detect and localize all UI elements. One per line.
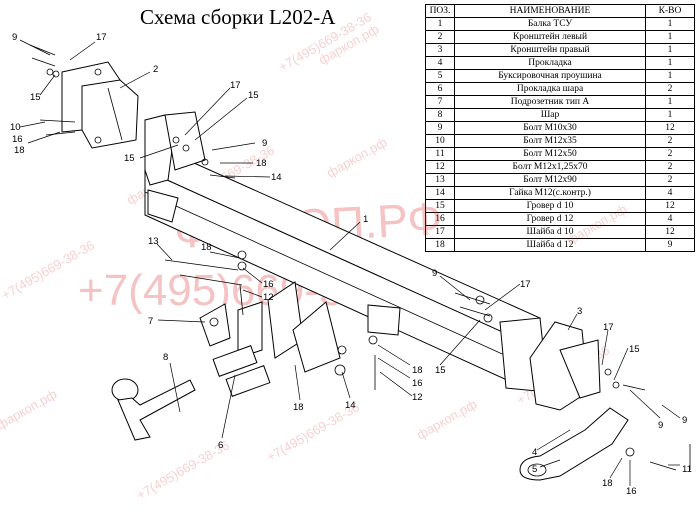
callout-18: 18 [602,478,613,489]
socket-plate [199,301,263,359]
callout-5: 5 [532,464,537,475]
callout-16: 16 [12,134,23,145]
callout-14: 14 [345,400,356,411]
callout-1: 1 [363,214,368,225]
callout-11: 11 [682,464,692,475]
tow-eye [519,407,629,481]
callout-16: 16 [626,486,637,497]
callout-9: 9 [658,420,663,431]
ball-shims [212,345,271,397]
callout-13: 13 [148,236,159,247]
callout-15: 15 [248,90,259,101]
callout-18: 18 [293,402,304,413]
tow-ball [111,378,196,441]
row-name: Шайба d 12 [454,238,646,252]
tow-beam [144,149,549,393]
callout-16: 16 [263,279,274,290]
watermark-site-4: фаркоп.рф [414,396,480,443]
row-quantity: 9 [645,238,695,252]
left-bracket [61,61,139,149]
callout-labels: 9 17 15 2 10 16 18 17 15 15 9 18 14 1 13… [10,32,692,497]
watermark-site-5: фаркоп.рф [564,201,630,248]
callout-17: 17 [96,32,107,43]
callout-3: 3 [577,306,582,317]
callout-8: 8 [163,352,168,363]
callout-6: 6 [218,440,223,451]
callout-18: 18 [201,242,212,253]
bolts [29,44,691,471]
mid-side-plates [267,281,341,373]
right-bracket [529,321,601,411]
parts-table-header-row: ПОЗ. НАИМЕНОВАНИЕ К-ВО [425,4,695,18]
page-title: Схема сборки L202-A [140,5,336,29]
row-quantity: 1 [645,43,695,57]
callout-12: 12 [412,392,423,403]
callout-14: 14 [271,172,282,183]
row-position: 18 [425,238,455,252]
callout-15: 15 [629,344,640,355]
callout-18: 18 [256,158,267,169]
washers [46,68,635,457]
callout-7: 7 [148,316,153,327]
callout-15: 15 [124,153,135,164]
callout-9: 9 [432,268,437,279]
callout-17: 17 [520,279,531,290]
leader-lines [19,39,681,486]
callout-9: 9 [262,138,267,149]
center-bracket [144,111,206,186]
callout-9: 9 [12,32,17,43]
watermark-site-2: фаркоп.рф [324,134,390,181]
callout-15: 15 [435,365,446,376]
callout-10: 10 [10,122,21,133]
callout-17: 17 [230,80,241,91]
callout-12: 12 [263,292,274,303]
callout-9: 9 [682,415,687,426]
callout-15: 15 [30,92,41,103]
callout-17: 17 [603,322,614,333]
callout-18: 18 [14,145,25,156]
callout-18: 18 [412,365,423,376]
callout-2: 2 [153,64,158,75]
callout-4: 4 [532,447,537,458]
callout-16: 16 [412,378,423,389]
watermark-site-6: фаркоп.рф [0,386,60,433]
